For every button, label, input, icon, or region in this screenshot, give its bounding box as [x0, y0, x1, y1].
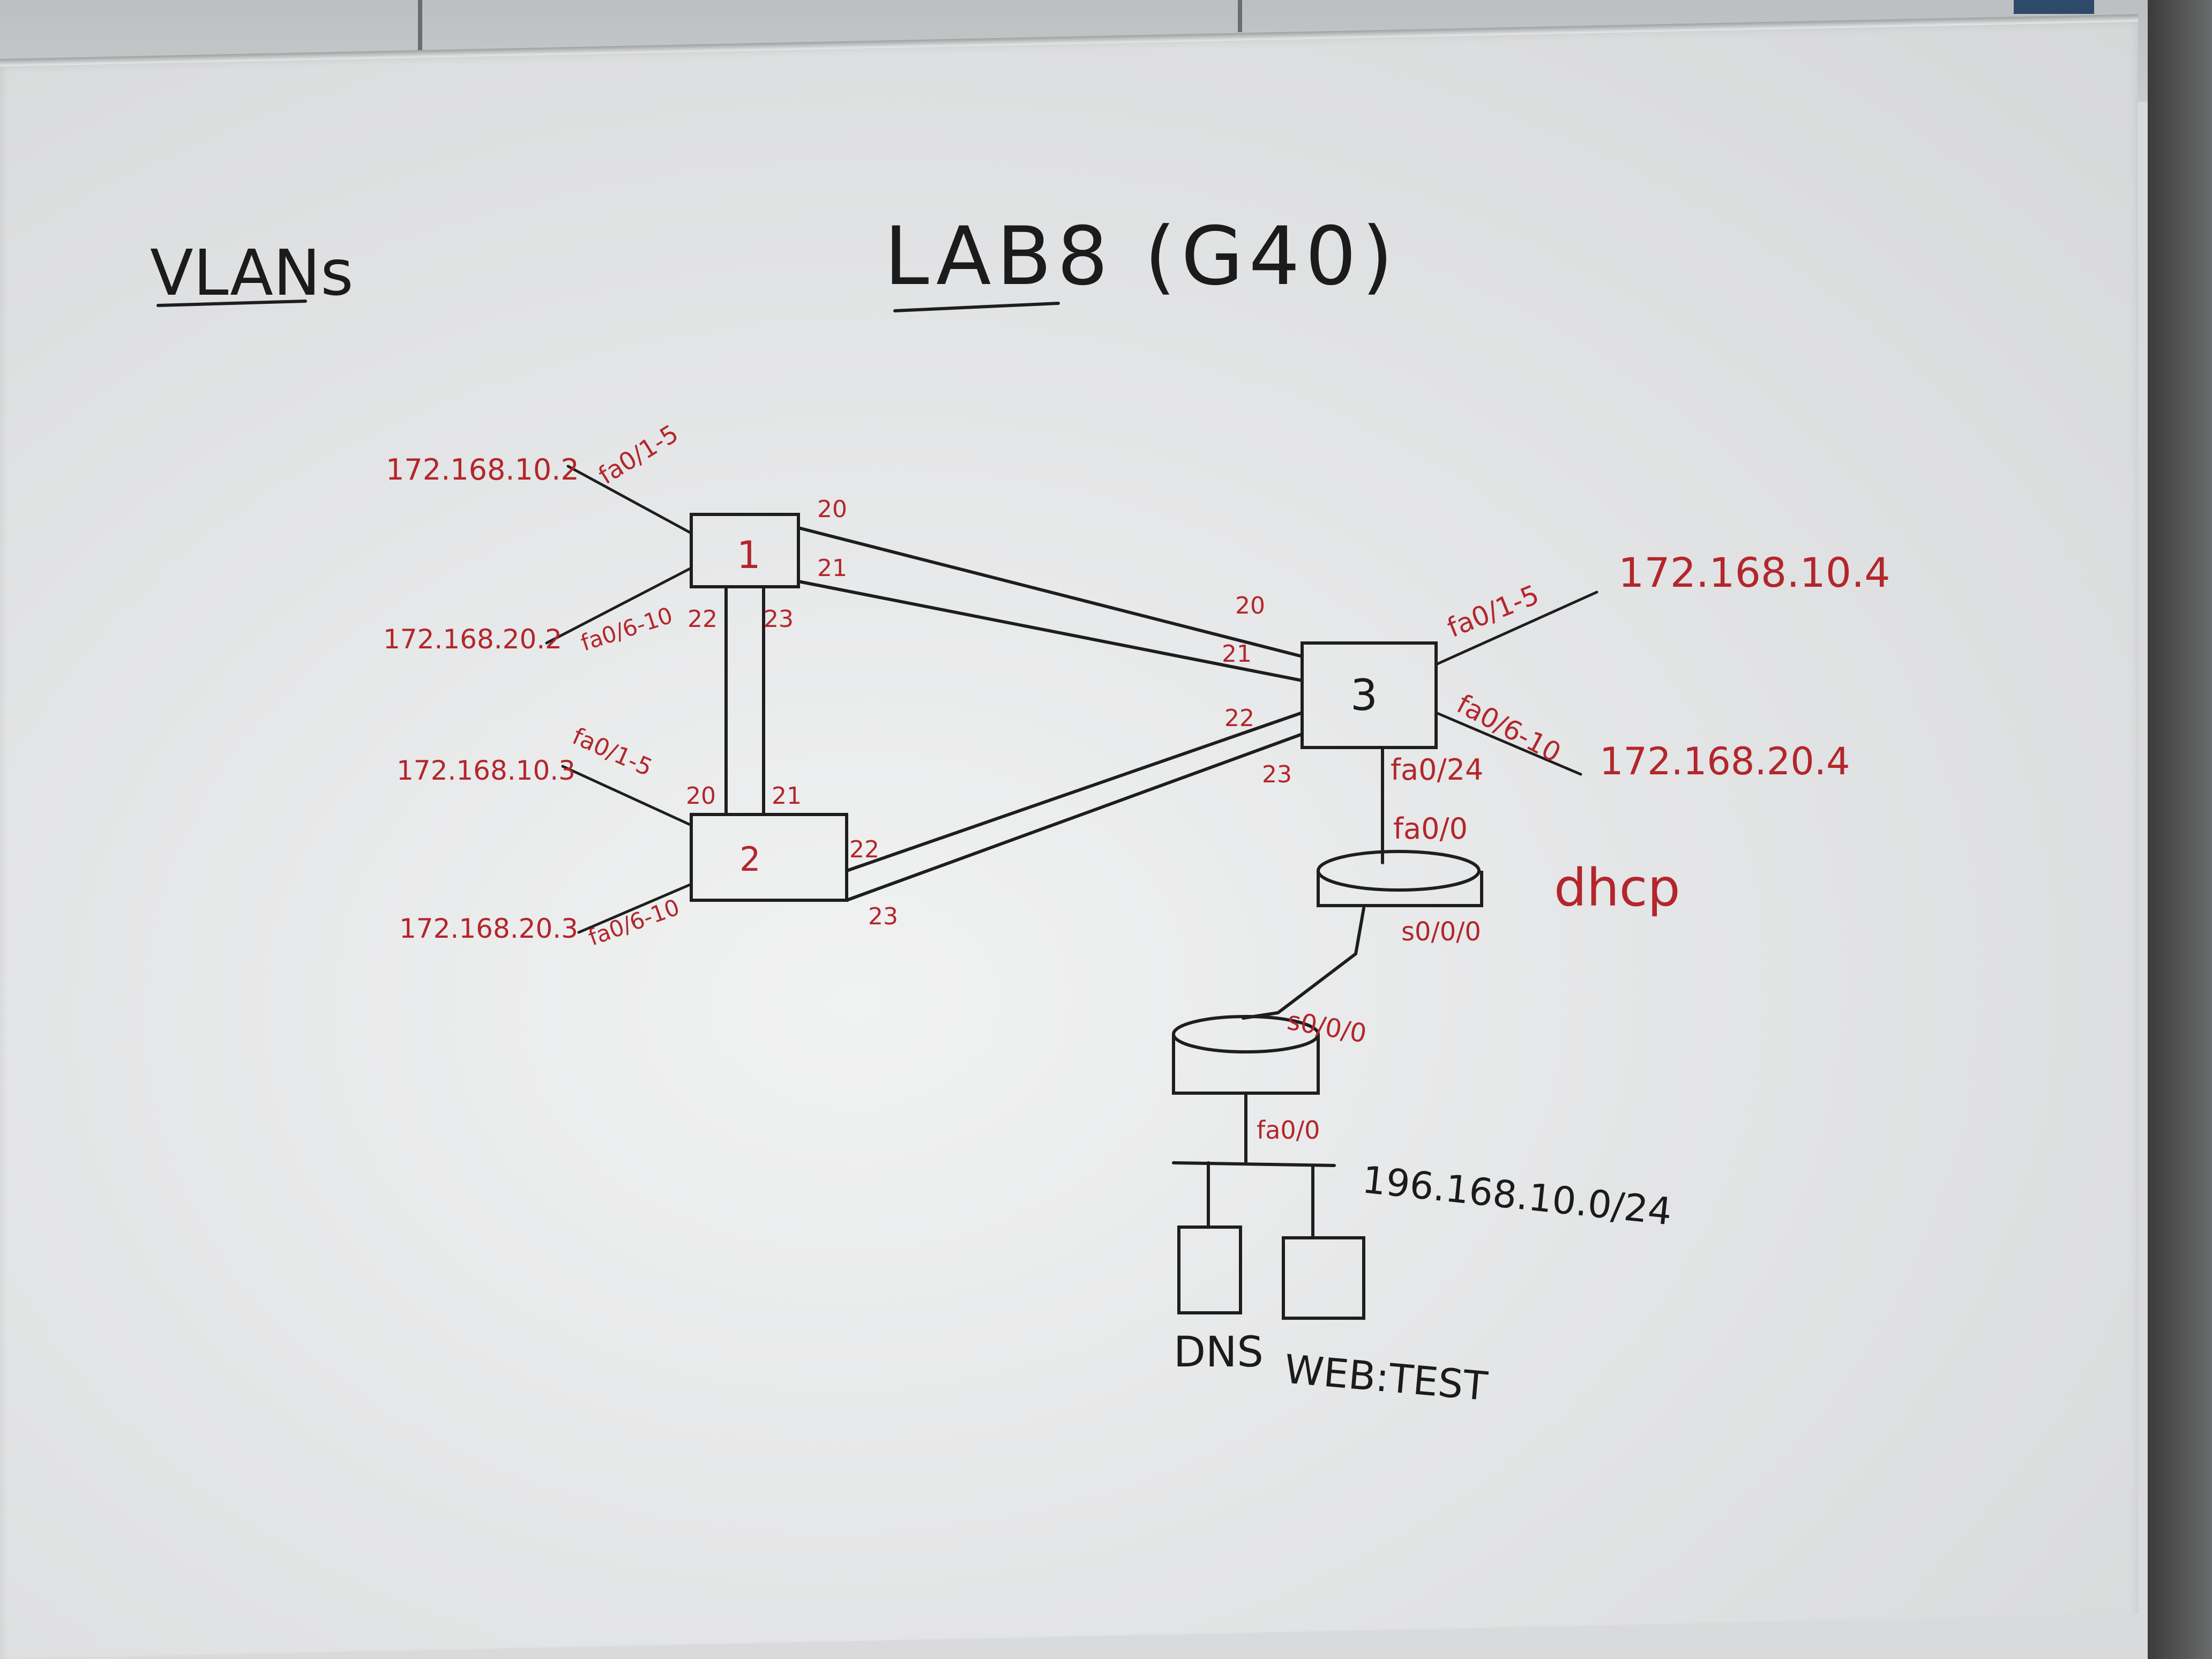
- host-port: fa0/1-5: [1443, 579, 1543, 644]
- access-line: [566, 465, 693, 535]
- wall-fixture: [2014, 0, 2094, 14]
- heading-title-underline: [893, 302, 1060, 312]
- server-dns-label: DNS: [1174, 1328, 1264, 1377]
- wall-seam: [418, 0, 422, 70]
- host-port: fa0/1-5: [593, 419, 683, 490]
- host-port: fa0/1-5: [569, 722, 656, 782]
- link-label: 22: [687, 606, 718, 633]
- access-line: [545, 566, 693, 645]
- link-label: 20: [1235, 592, 1265, 619]
- heading-vlans: VLANs: [150, 236, 354, 310]
- router-2-serial: s0/0/0: [1285, 1006, 1369, 1049]
- switch-3: [1301, 641, 1438, 749]
- switch-3-label: 3: [1350, 670, 1378, 720]
- access-line: [1434, 591, 1598, 666]
- link-label: 20: [686, 782, 716, 810]
- heading-vlans-underline: [156, 300, 307, 307]
- uplink-port: fa0/24: [1391, 753, 1483, 787]
- host-ip: 172.168.20.4: [1600, 739, 1850, 783]
- host-port: fa0/6-10: [585, 894, 683, 951]
- dhcp-label: dhcp: [1554, 858, 1680, 918]
- heading-title: LAB8 (G40): [884, 210, 1399, 303]
- switch-2-label: 2: [739, 840, 760, 879]
- host-ip: 172.168.10.2: [386, 453, 579, 487]
- router-1-body: [1317, 871, 1483, 907]
- access-line: [577, 883, 693, 934]
- host-ip: 172.168.10.4: [1618, 549, 1890, 596]
- trunk-s1-s3-b: [797, 580, 1304, 682]
- link-label: 22: [1224, 705, 1254, 732]
- router-1-top: [1317, 850, 1481, 892]
- access-line: [1434, 711, 1582, 776]
- router-1-serial: s0/0/0: [1401, 917, 1481, 947]
- serial-link: [1242, 907, 1365, 1020]
- link-label: 21: [1222, 640, 1252, 668]
- switch-2: [690, 813, 848, 902]
- router-2-port: fa0/0: [1257, 1116, 1320, 1145]
- trunk-s1-s3-a: [797, 526, 1304, 658]
- link-label: 21: [817, 555, 847, 582]
- trunk-s2-s3-a: [845, 711, 1304, 872]
- lan-bus: [1172, 1161, 1336, 1167]
- link-label: 22: [849, 836, 879, 863]
- access-line: [561, 765, 693, 827]
- lan-network: 196.168.10.0/24: [1360, 1157, 1674, 1234]
- whiteboard-frame: [2148, 0, 2212, 1659]
- server-web-label: WEB:TEST: [1282, 1346, 1490, 1410]
- host-ip: 172.168.20.3: [399, 913, 578, 944]
- link-label: 23: [1262, 761, 1292, 788]
- link-label: 21: [772, 782, 802, 810]
- host-ip: 172.168.10.3: [397, 755, 576, 786]
- trunk-s2-s3-b: [845, 733, 1304, 902]
- link-label: 23: [868, 903, 898, 930]
- router-1-port: fa0/0: [1393, 812, 1468, 846]
- switch-1-label: 1: [737, 533, 761, 577]
- link-label: 20: [817, 496, 847, 523]
- switch-1: [690, 513, 800, 588]
- host-ip: 172.168.20.2: [383, 624, 562, 655]
- link-label: 23: [764, 606, 794, 633]
- host-port: fa0/6-10: [578, 602, 676, 656]
- server-web: [1282, 1236, 1365, 1320]
- wall-seam: [1238, 0, 1242, 32]
- server-dns: [1177, 1225, 1242, 1314]
- router-2-body: [1172, 1034, 1320, 1095]
